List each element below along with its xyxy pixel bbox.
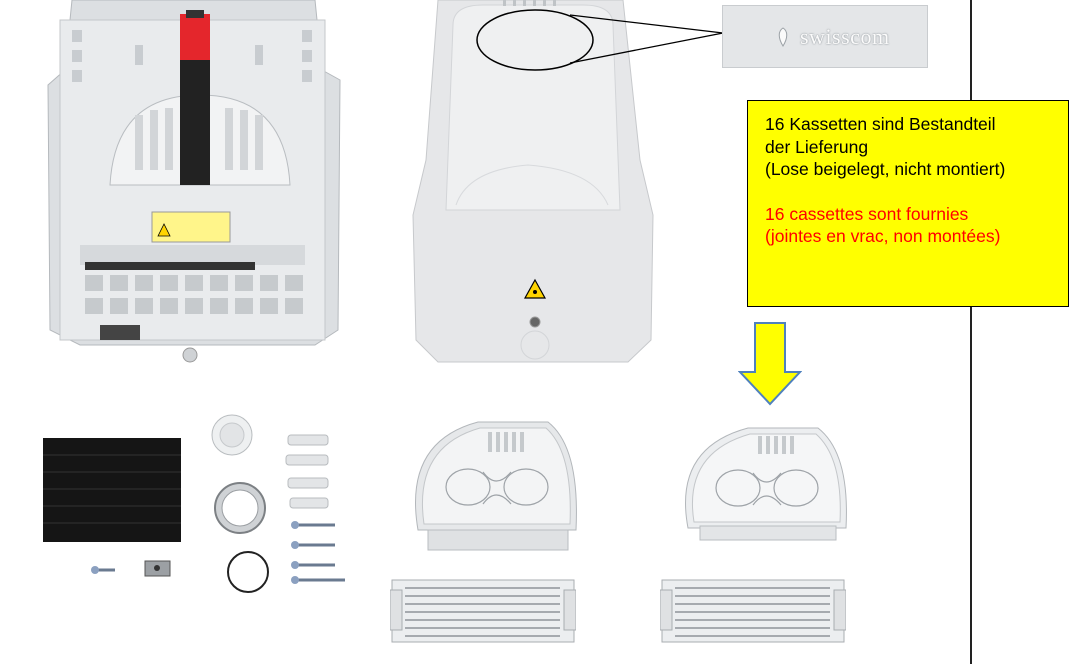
info-de-line-1: 16 Kassetten sind Bestandteil [765, 114, 996, 134]
splice-holder-right-image [660, 579, 846, 643]
accessories-image [43, 414, 345, 593]
splice-cassette-stack-image [415, 421, 577, 551]
swisscom-logo-text: swisscom [800, 24, 890, 49]
open-enclosure-image [47, 0, 341, 363]
info-fr-line-2: (jointes en vrac, non montées) [765, 226, 1001, 246]
splice-cassette-single-image [685, 427, 847, 541]
info-de-line-2: der Lieferung [765, 136, 869, 157]
closed-enclosure-image [412, 0, 654, 363]
laser-warning-icon [523, 278, 547, 299]
vertical-divider [970, 0, 972, 664]
info-fr-line-1: 16 cassettes sont fournies [765, 203, 969, 224]
info-box: 16 Kassetten sind Bestandteil der Liefer… [747, 100, 1069, 307]
info-de-line-3: (Lose beigelegt, nicht montiert) [765, 159, 1006, 179]
swisscom-logo-icon [778, 27, 788, 47]
callout-lines [476, 9, 724, 71]
velcro-strips [43, 438, 181, 542]
down-arrow-icon [738, 322, 802, 406]
logo-plate [722, 5, 928, 68]
splice-holder-left-image [390, 579, 576, 643]
